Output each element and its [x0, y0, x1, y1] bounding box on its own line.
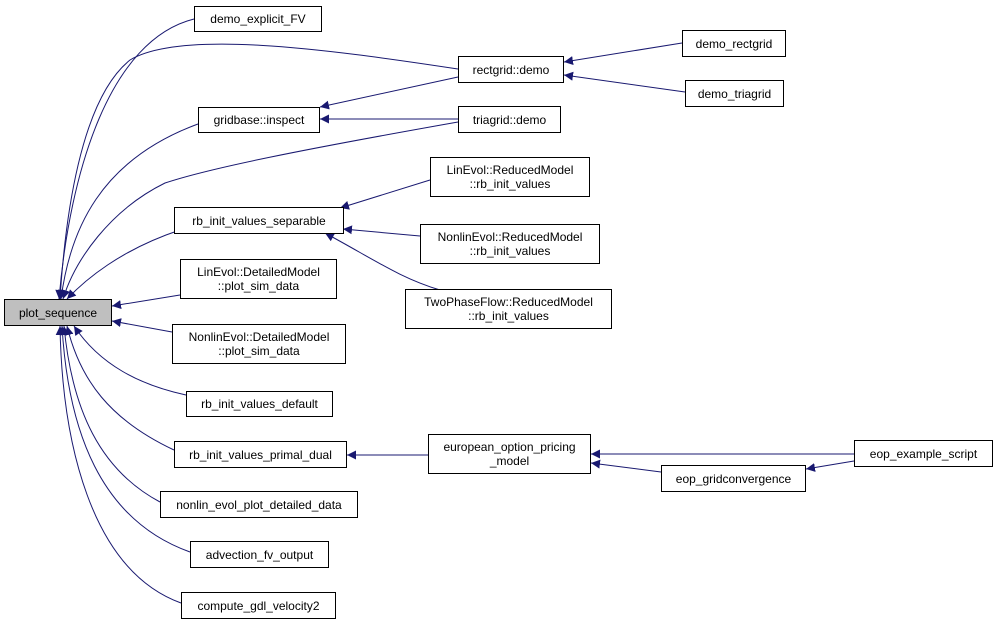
- edge-demo-explicit-fv-to-plot-sequence: [55, 18, 195, 300]
- node-label-line: rb_init_values_separable: [192, 213, 326, 228]
- edge-compute-gdl-to-plot-sequence: [55, 325, 182, 604]
- edge-rb-default-to-plot-sequence: [73, 325, 187, 396]
- node-label-line: _model: [489, 454, 530, 468]
- node-eop-gridconvergence[interactable]: eop_gridconvergence: [661, 465, 806, 492]
- node-demo-rectgrid[interactable]: demo_rectgrid: [682, 30, 786, 57]
- node-label-line: demo_triagrid: [697, 86, 772, 101]
- edge-rectgrid-demo-to-gridbase-inspect: [319, 76, 459, 110]
- node-label-line: NonlinEvol::DetailedModel: [188, 330, 330, 344]
- node-label-line: plot_sequence: [18, 305, 98, 320]
- edge-twophaseflow-reduced-to-rb-separable: [324, 232, 441, 291]
- node-label-line: NonlinEvol::ReducedModel: [437, 230, 583, 244]
- node-label-line: demo_rectgrid: [695, 36, 773, 51]
- node-label-line: nonlin_evol_plot_detailed_data: [176, 497, 342, 512]
- edge-linevol-reduced-to-rb-separable: [339, 179, 431, 210]
- node-label-line: european_option_pricing: [443, 440, 576, 454]
- edge-nonlin-evol-plot-to-plot-sequence: [60, 325, 161, 503]
- edge-linevol-detailed-to-plot-sequence: [111, 294, 181, 310]
- node-plot-sequence: plot_sequence: [4, 299, 112, 326]
- edge-rb-primal-dual-to-plot-sequence: [64, 325, 175, 451]
- node-label-line: LinEvol::DetailedModel: [197, 265, 320, 279]
- node-rb-init-values-separable[interactable]: rb_init_values_separable: [174, 207, 344, 234]
- node-label-line: eop_gridconvergence: [675, 471, 792, 486]
- edge-nonlinevol-reduced-to-rb-separable: [342, 225, 421, 237]
- node-rb-init-values-primal-dual[interactable]: rb_init_values_primal_dual: [174, 441, 347, 468]
- node-rb-init-values-default[interactable]: rb_init_values_default: [186, 391, 333, 417]
- node-european-option-pricing-model[interactable]: european_option_pricing_model: [428, 434, 591, 474]
- node-label-line: rb_init_values_primal_dual: [189, 447, 332, 462]
- edge-demo-triagrid-to-rectgrid-demo: [563, 71, 686, 93]
- node-label-line: ::rb_init_values: [469, 177, 551, 191]
- node-demo-explicit-fv[interactable]: demo_explicit_FV: [194, 6, 322, 32]
- edge-advection-fv-to-plot-sequence: [58, 325, 191, 553]
- node-label-line: triagrid::demo: [472, 112, 547, 127]
- edge-demo-rectgrid-to-rectgrid-demo: [563, 42, 683, 66]
- node-eop-example-script[interactable]: eop_example_script: [854, 440, 993, 467]
- node-nonlinevol-reduced-rb-init-values[interactable]: NonlinEvol::ReducedModel::rb_init_values: [420, 224, 600, 264]
- node-label-line: eop_example_script: [869, 446, 978, 461]
- node-label-line: ::plot_sim_data: [217, 279, 300, 293]
- node-demo-triagrid[interactable]: demo_triagrid: [685, 80, 784, 107]
- node-label-line: ::rb_init_values: [469, 244, 551, 258]
- edge-rectgrid-demo-to-plot-sequence: [56, 43, 459, 300]
- node-label-line: advection_fv_output: [205, 547, 314, 562]
- node-twophaseflow-reduced-rb-init-values[interactable]: TwoPhaseFlow::ReducedModel::rb_init_valu…: [405, 289, 612, 329]
- node-advection-fv-output[interactable]: advection_fv_output: [190, 541, 329, 568]
- node-label-line: compute_gdl_velocity2: [197, 598, 320, 613]
- node-triagrid-demo[interactable]: triagrid::demo: [458, 106, 561, 133]
- node-rectgrid-demo[interactable]: rectgrid::demo: [458, 56, 564, 83]
- edge-eop-gridconvergence-to-european-option: [590, 459, 662, 473]
- node-label-line: TwoPhaseFlow::ReducedModel: [424, 295, 593, 309]
- node-linevol-detailed-plot-sim-data[interactable]: LinEvol::DetailedModel::plot_sim_data: [180, 259, 337, 299]
- edge-triagrid-demo-to-plot-sequence: [61, 121, 459, 300]
- node-label-line: LinEvol::ReducedModel: [446, 163, 574, 177]
- node-label-line: rectgrid::demo: [472, 62, 550, 77]
- node-label-line: gridbase::inspect: [213, 113, 305, 127]
- edge-eop-example-to-eop-gridconvergence: [805, 460, 855, 472]
- node-compute-gdl-velocity2[interactable]: compute_gdl_velocity2: [181, 592, 336, 619]
- node-nonlinevol-detailed-plot-sim-data[interactable]: NonlinEvol::DetailedModel::plot_sim_data: [172, 324, 346, 364]
- node-label-line: ::rb_init_values: [468, 309, 549, 323]
- node-label-line: rb_init_values_default: [201, 397, 318, 411]
- edge-nonlinevol-detailed-to-plot-sequence: [111, 318, 173, 333]
- edge-rb-separable-to-plot-sequence: [66, 229, 181, 300]
- node-linevol-reduced-rb-init-values[interactable]: LinEvol::ReducedModel::rb_init_values: [430, 157, 590, 197]
- edge-gridbase-inspect-to-plot-sequence: [57, 123, 199, 300]
- node-nonlin-evol-plot-detailed-data[interactable]: nonlin_evol_plot_detailed_data: [160, 491, 358, 518]
- node-label-line: ::plot_sim_data: [218, 344, 300, 358]
- node-gridbase-inspect[interactable]: gridbase::inspect: [198, 107, 320, 133]
- node-label-line: demo_explicit_FV: [210, 12, 306, 26]
